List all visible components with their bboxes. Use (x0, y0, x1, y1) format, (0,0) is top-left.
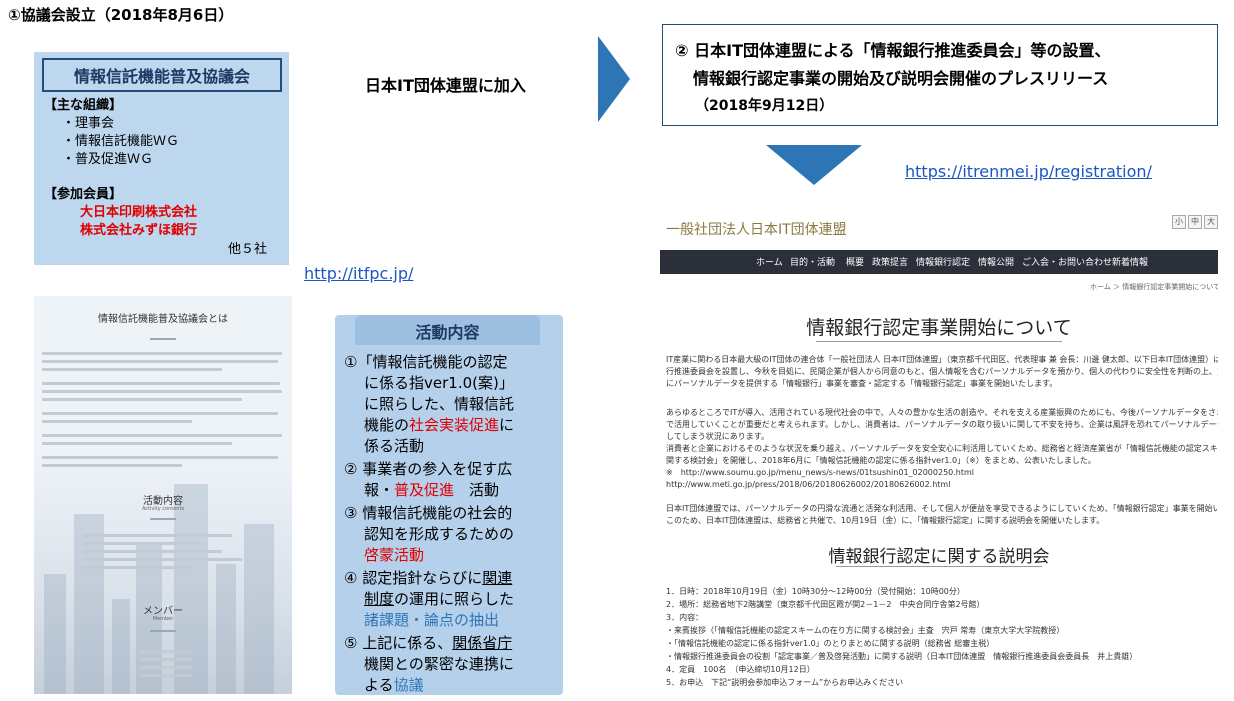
activity-line: 制度の運用に照らした (364, 590, 515, 608)
press-date: （2018年9月12日） (695, 98, 834, 114)
activity-line: ② 事業者の参入を促す広 (344, 460, 513, 478)
body-line: 消費者と企業におけるそのような状況を乗り越え、パーソナルデータを安全安心に利活用… (666, 444, 1218, 453)
detail-line: 5．お申込 下記“説明会参加申込フォーム”からお申込みください (666, 678, 904, 687)
members-header: 【参加会員】 (44, 187, 123, 202)
registration-link[interactable]: https://itrenmei.jp/registration/ (905, 162, 1152, 181)
font-small-button[interactable]: 小 (1172, 215, 1186, 229)
activity-line: よる協議 (364, 676, 424, 694)
website-screenshot: 一般社団法人日本IT団体連盟 小 中 大 ホーム 目的・活動 概要 政策提言 情… (660, 205, 1218, 697)
activity-line: 諸課題・論点の抽出 (364, 611, 500, 629)
press-line-2: 情報銀行認定事業の開始及び説明会開催のプレスリリース (693, 69, 1109, 88)
activity-line: に照らした、情報信託 (364, 395, 515, 413)
detail-line: ・来賓挨拶（「情報信託機能の認定スキームの在り方に関する検討会」主査 宍戸 常寿… (666, 626, 1065, 635)
org-item: ・情報信託機能ＷＧ (62, 134, 180, 149)
activity-line: に係る指ver1.0(案)」 (364, 374, 514, 392)
nav-item-certification[interactable]: 情報銀行認定 (916, 258, 971, 268)
body-line: にパーソナルデータを提供する「情報銀行」事業を審査・認定する「情報銀行認定」事業… (666, 379, 1058, 388)
activity-line: 啓蒙活動 (364, 546, 425, 564)
activity-line: 係る活動 (364, 437, 425, 455)
org-header: 【主な組織】 (44, 98, 123, 113)
detail-line: ・情報銀行推進委員会の役割「認定事業／普及啓発活動」に関する説明（日本IT団体連… (666, 652, 1138, 661)
detail-line: 4．定員 100名 （申込締切10月12日） (666, 665, 815, 674)
body-line: あらゆるところでITが導入、活用されている現代社会の中で、人々の豊かな生活の創造… (666, 408, 1218, 417)
org-item: ・理事会 (62, 116, 115, 131)
site-org-name: 一般社団法人日本IT団体連盟 (666, 222, 847, 238)
font-size-buttons: 小 中 大 (1172, 215, 1218, 229)
body-line: 行推進委員会を設置し、今秋を目処に、民間企業が個人から同意のもと、個人情報を含む… (666, 367, 1218, 376)
nav-item-overview[interactable]: 概要 (846, 258, 865, 268)
breadcrumb: ホーム ＞ 情報銀行認定事業開始について (1090, 283, 1218, 291)
detail-line: 1．日時：2018年10月19日（金）10時30分～12時00分（受付開始：10… (666, 587, 965, 596)
detail-line: 3．内容： (666, 613, 704, 622)
nav-item-purpose[interactable]: 目的・活動 (790, 258, 836, 268)
arrow-down-icon (766, 145, 862, 185)
activity-title: 活動内容 (415, 323, 480, 342)
press-line-1: ② 日本IT団体連盟による「情報銀行推進委員会」等の設置、 (675, 41, 1111, 60)
body-line: してしまう状況にあります。 (666, 432, 769, 441)
body-line: 日本IT団体連盟では、パーソナルデータの円滑な流通と活発な利活用、そして個人が便… (666, 504, 1218, 513)
activity-box (335, 315, 563, 695)
page-heading: ①協議会設立（2018年8月6日） (8, 6, 234, 24)
site-headline: 情報銀行認定事業開始について (806, 317, 1072, 339)
nav-item-home[interactable]: ホーム (756, 258, 783, 268)
member-name: 株式会社みずほ銀行 (80, 223, 198, 238)
detail-line: 2．場所：総務省地下2階講堂（東京都千代田区霞が関2－1－2 中央合同庁舎第2号… (666, 600, 985, 609)
arrow-right-icon (598, 36, 630, 122)
activity-tab (355, 315, 540, 345)
activity-line: ⑤ 上記に係る、関係省庁 (344, 634, 513, 652)
body-line: 関する検討会」を開催し、2018年6月に「情報信託機能の認定に係る指針ver1.… (666, 456, 1096, 465)
body-line: IT産業に関わる日本最大級のIT団体の連合体「一般社団法人 日本IT団体連盟」（… (666, 355, 1218, 364)
activity-line: 機能の社会実装促進に (364, 416, 515, 434)
document-thumbnail: 情報信託機能普及協議会とは 活動内容 Activity contents メンバ… (34, 296, 292, 694)
thumbnail-member-sub: Member (152, 616, 174, 622)
activity-line: ①「情報信託機能の認定 (344, 353, 508, 371)
thumbnail-member-heading: メンバー (143, 606, 183, 617)
itfpc-link[interactable]: http://itfpc.jp/ (304, 264, 414, 283)
thumbnail-activity-sub: Activity contents (141, 506, 185, 512)
org-item: ・普及促進ＷＧ (62, 152, 154, 167)
seminar-headline: 情報銀行認定に関する説明会 (828, 547, 1050, 567)
activity-line: 機関との緊密な連携に (364, 655, 514, 673)
nav-item-contact[interactable]: ご入会・お問い合わせ (1022, 258, 1113, 268)
body-line: ※ http://www.soumu.go.jp/menu_news/s-new… (666, 468, 975, 477)
join-label: 日本IT団体連盟に加入 (365, 76, 526, 95)
font-medium-button[interactable]: 中 (1188, 215, 1202, 229)
activity-line: 報・普及促進 活動 (364, 481, 500, 499)
divider (816, 341, 1062, 342)
other-members: 他５社 (228, 242, 268, 257)
nav-item-disclosure[interactable]: 情報公開 (978, 258, 1015, 268)
city-background (34, 456, 292, 694)
font-large-button[interactable]: 大 (1204, 215, 1218, 229)
member-name: 大日本印刷株式会社 (80, 205, 198, 220)
body-line: http://www.meti.go.jp/press/2018/06/2018… (666, 480, 951, 489)
site-nav: ホーム 目的・活動 概要 政策提言 情報銀行認定 情報公開 ご入会・お問い合わせ… (660, 250, 1218, 274)
association-name: 情報信託機能普及協議会 (42, 58, 282, 92)
divider (836, 566, 1042, 567)
activity-line: ④ 認定指針ならびに関連 (344, 569, 513, 587)
activity-line: 認知を形成するための (364, 525, 515, 543)
body-line: で活用していくことが重要だと考えられます。しかし、消費者は、パーソナルデータの取… (666, 420, 1218, 429)
association-box: 情報信託機能普及協議会 【主な組織】 ・理事会 ・情報信託機能ＷＧ ・普及促進Ｗ… (34, 52, 289, 265)
thumbnail-title: 情報信託機能普及協議会とは (98, 314, 228, 325)
detail-line: ・「情報信託機能の認定に係る指針ver1.0」のとりまとめに関する説明（総務省 … (666, 639, 995, 648)
activity-line: ③ 情報信託機能の社会的 (344, 504, 513, 522)
thumbnail-activity-heading: 活動内容 (143, 496, 183, 507)
press-release-box: ② 日本IT団体連盟による「情報銀行推進委員会」等の設置、 情報銀行認定事業の開… (662, 24, 1218, 126)
nav-item-news[interactable]: 新着情報 (1112, 258, 1149, 268)
nav-item-policy[interactable]: 政策提言 (872, 258, 909, 268)
body-line: このため、日本IT団体連盟は、総務省と共催で、10月19日（金）に、「情報銀行認… (666, 516, 1105, 525)
